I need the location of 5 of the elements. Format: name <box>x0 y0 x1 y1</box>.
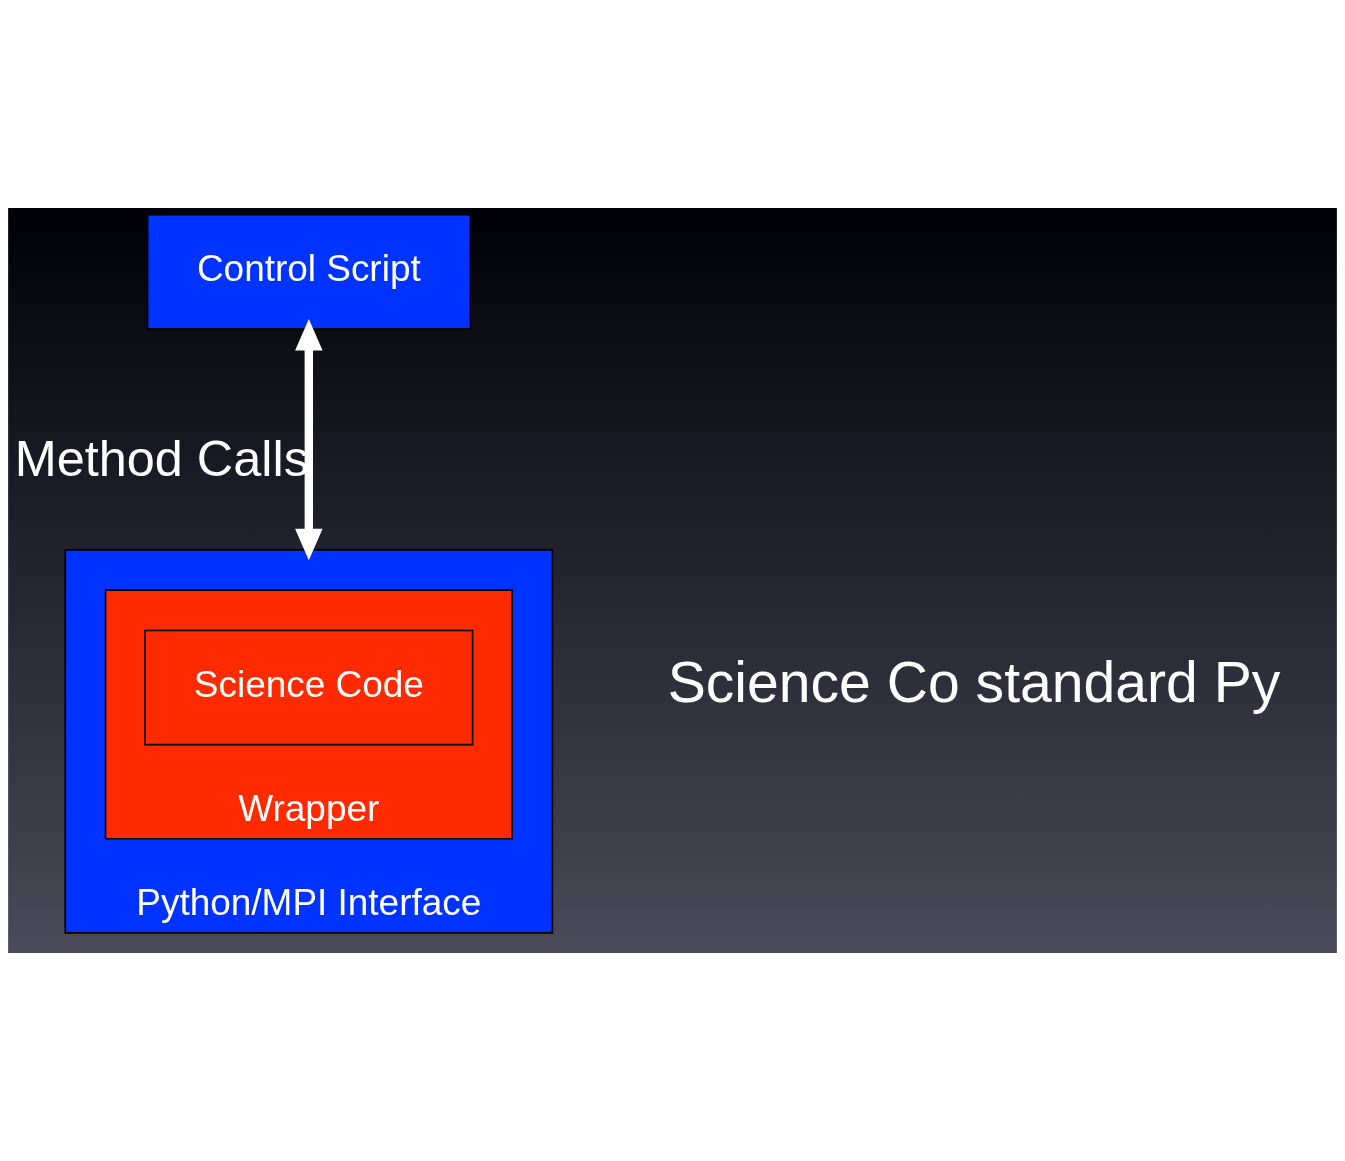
edge-label: Method Calls <box>14 429 309 487</box>
node-box: Science Code <box>144 629 474 746</box>
arrow <box>295 319 323 561</box>
node-box: Control Script <box>146 213 471 330</box>
label: Science Co standard Py <box>667 650 1281 715</box>
